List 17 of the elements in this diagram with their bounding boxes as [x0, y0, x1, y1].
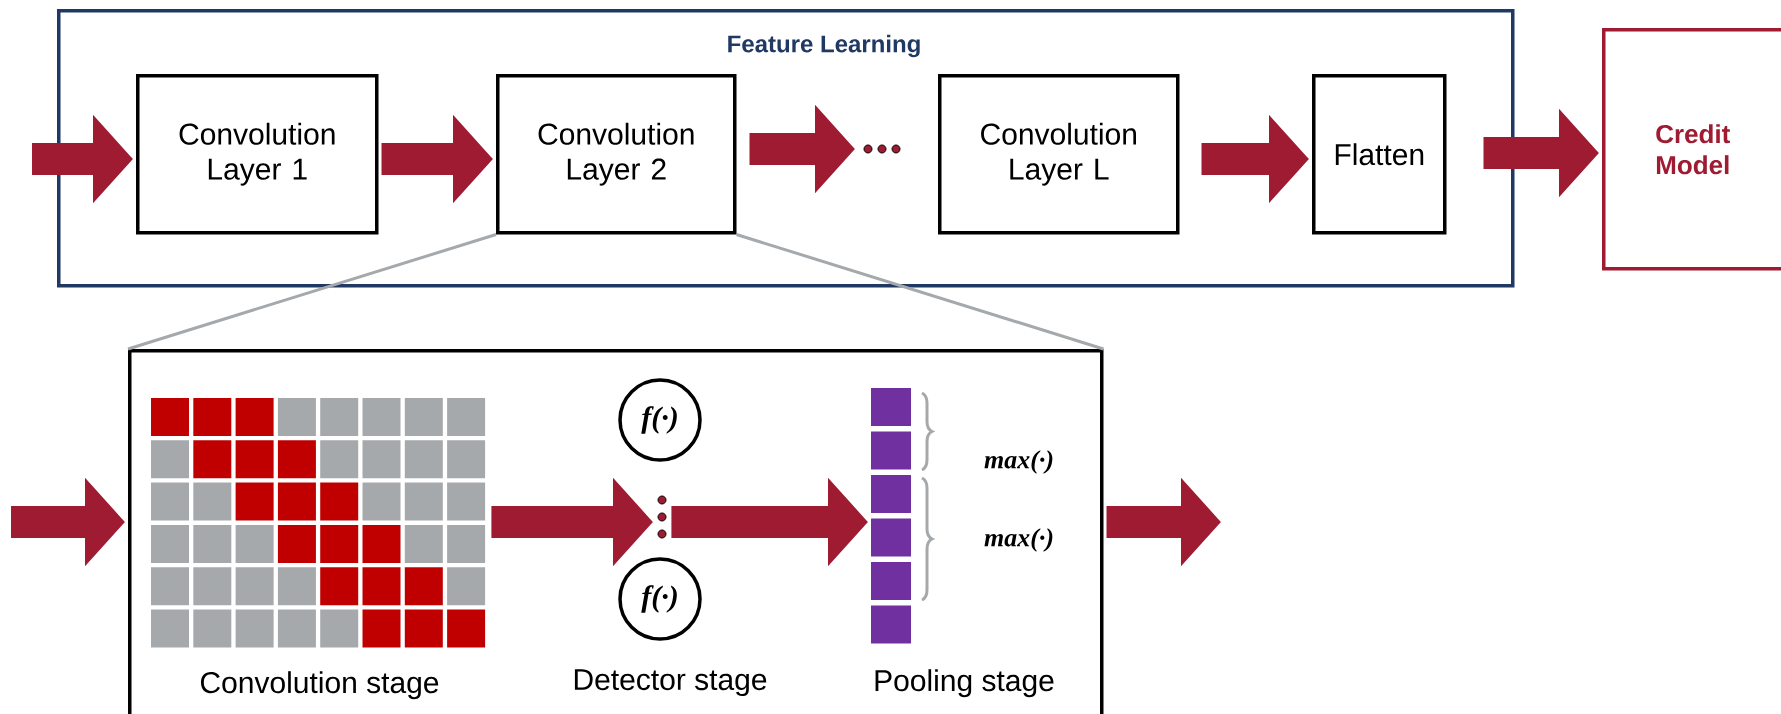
- layer-box: Convolution Layer 1: [136, 74, 379, 235]
- stage-label: Pooling stage: [875, 669, 1054, 698]
- ellipsis-dots: [863, 144, 901, 154]
- layer-box: Convolution Layer 2: [496, 74, 737, 235]
- zoom-line: [127, 233, 497, 351]
- model-box: Credit Model: [1602, 28, 1781, 271]
- max-label: max(·): [984, 528, 1053, 552]
- ellipsis-dots: [657, 495, 667, 539]
- layer-box: Convolution Layer L: [938, 74, 1180, 235]
- stage-label: Detector stage: [574, 669, 767, 697]
- max-label: max(·): [984, 450, 1053, 474]
- stage-label: Convolution stage: [200, 671, 439, 700]
- zoom-panel: [128, 349, 1104, 714]
- layer-box: Flatten: [1312, 74, 1447, 235]
- pooling-column-drawing: [871, 388, 911, 644]
- grid-drawing: [151, 398, 486, 648]
- zoom-line: [736, 233, 1104, 351]
